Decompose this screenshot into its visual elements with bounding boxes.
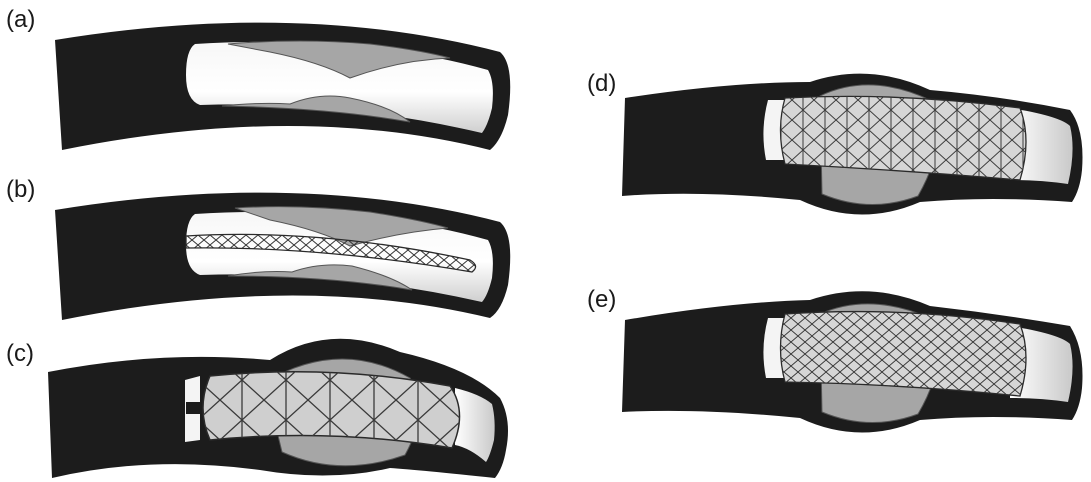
panel-c-vessel bbox=[48, 339, 508, 478]
panel-b-vessel bbox=[55, 193, 510, 320]
panel-a-vessel bbox=[55, 23, 510, 150]
guidewire-icon bbox=[186, 402, 202, 414]
panel-e-vessel bbox=[622, 291, 1083, 432]
panel-d-vessel bbox=[622, 74, 1083, 215]
